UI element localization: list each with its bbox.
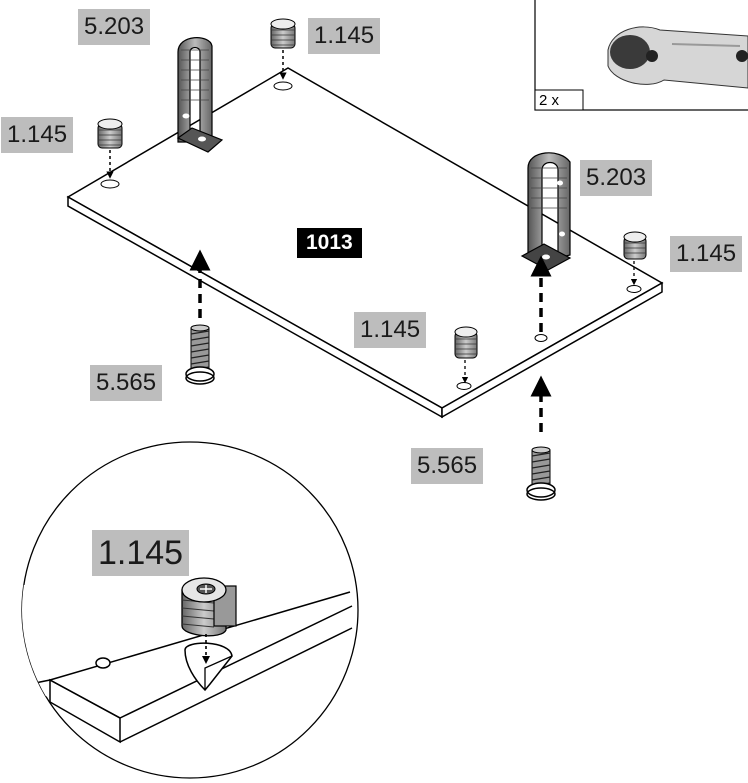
label-screw-front: 5.565 [411,448,484,484]
cam-lock-detail [181,577,237,664]
cam-lock-left [97,118,123,179]
screw-5565-front [526,375,556,501]
label-cam-front: 1.145 [354,312,427,348]
inset-quantity: 2 x [539,92,560,109]
cam-lock-front [454,326,478,384]
label-screw-left: 5.565 [90,365,163,401]
cam-lock-right [623,231,647,286]
bracket-5203-left [176,37,224,153]
label-bracket-right: 5.203 [580,160,653,196]
bracket-5203-right [520,152,572,271]
panel-id-badge: 1013 [297,228,362,258]
connector-fitting-icon [607,26,748,89]
hardware-inset [534,0,748,111]
screw-5565-left [185,249,215,385]
label-cam-detail: 1.145 [92,530,190,576]
detail-magnifier [21,441,359,779]
panel-1013 [66,67,664,419]
cam-lock-top [270,18,296,80]
label-cam-right: 1.145 [670,236,743,272]
label-cam-left: 1.145 [1,117,74,153]
label-cam-top: 1.145 [308,18,381,54]
label-bracket-top-left: 5.203 [78,9,151,45]
